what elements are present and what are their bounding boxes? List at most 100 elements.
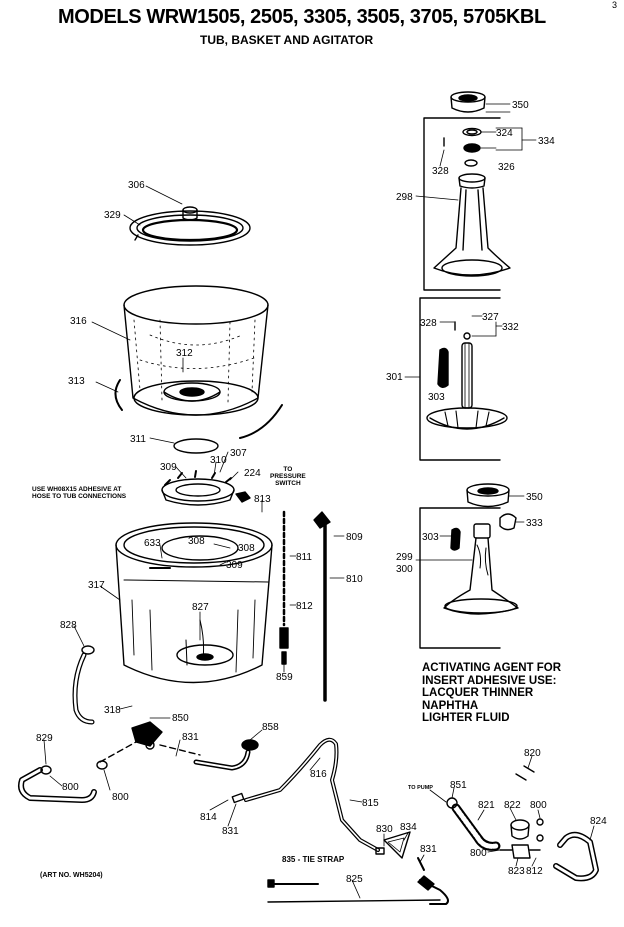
balance-ring-assembly bbox=[129, 206, 251, 246]
label-298: 298 bbox=[396, 192, 413, 203]
adhesive-note-line-2: HOSE TO TUB CONNECTIONS bbox=[32, 493, 127, 500]
label-800-c: 800 bbox=[530, 800, 547, 811]
label-825: 825 bbox=[346, 874, 363, 885]
label-333: 333 bbox=[526, 518, 543, 529]
to-pump-note: TO PUMP bbox=[408, 785, 433, 791]
label-830: 830 bbox=[376, 824, 393, 835]
label-307: 307 bbox=[230, 448, 247, 459]
adhesive-note-line-1: USE WH08X15 ADHESIVE AT bbox=[32, 486, 122, 493]
pressure-switch-note: TO PRESSURE SWITCH bbox=[270, 466, 306, 487]
label-316: 316 bbox=[70, 316, 87, 327]
label-824: 824 bbox=[590, 816, 607, 827]
label-633: 633 bbox=[144, 538, 161, 549]
part-labels: 350 324 334 326 328 298 328 327 332 301 … bbox=[36, 100, 607, 885]
corner-mark: 3 bbox=[612, 0, 618, 10]
label-301: 301 bbox=[386, 372, 403, 383]
label-827: 827 bbox=[192, 602, 209, 613]
hub-assembly bbox=[161, 438, 251, 506]
label-814: 814 bbox=[200, 812, 217, 823]
label-800-d: 800 bbox=[470, 848, 487, 859]
label-308: 308 bbox=[188, 536, 205, 547]
label-313: 313 bbox=[68, 376, 85, 387]
pressure-tube bbox=[231, 737, 380, 852]
label-329: 329 bbox=[104, 210, 121, 221]
label-306: 306 bbox=[128, 180, 145, 191]
label-831: 831 bbox=[182, 732, 199, 743]
label-311: 311 bbox=[130, 434, 146, 445]
diagram-title: MODELS WRW1505, 2505, 3305, 3505, 3705, … bbox=[58, 6, 546, 28]
label-834: 834 bbox=[400, 822, 417, 833]
label-822: 822 bbox=[504, 800, 521, 811]
label-328-b: 328 bbox=[420, 318, 437, 329]
label-809: 809 bbox=[346, 532, 363, 543]
adhesive-note: USE WH08X15 ADHESIVE AT HOSE TO TUB CONN… bbox=[32, 486, 126, 500]
activating-agent-line-1: ACTIVATING AGENT FOR bbox=[422, 662, 562, 674]
tie-strap-note: 835 - TIE STRAP bbox=[282, 855, 345, 864]
fill-tubes bbox=[279, 510, 331, 702]
leader-lines bbox=[43, 103, 595, 899]
agitator-assembly-box-1 bbox=[423, 91, 511, 291]
label-811: 811 bbox=[296, 552, 312, 563]
label-859: 859 bbox=[276, 672, 293, 683]
label-303: 303 bbox=[428, 392, 445, 403]
label-317: 317 bbox=[88, 580, 105, 591]
label-318: 318 bbox=[104, 705, 121, 716]
activating-agent-line-2: INSERT ADHESIVE USE: bbox=[422, 674, 557, 687]
agitator-assembly-box-2 bbox=[419, 297, 508, 461]
label-350-b: 350 bbox=[526, 492, 543, 503]
label-310: 310 bbox=[210, 455, 227, 466]
activating-agent-note: ACTIVATING AGENT FOR INSERT ADHESIVE USE… bbox=[422, 662, 561, 725]
label-831-c: 831 bbox=[420, 844, 437, 855]
label-299: 299 bbox=[396, 552, 413, 563]
label-813: 813 bbox=[254, 494, 271, 505]
label-800: 800 bbox=[62, 782, 79, 793]
hose-828 bbox=[72, 645, 95, 725]
tie-strap bbox=[267, 875, 449, 905]
label-858: 858 bbox=[262, 722, 279, 733]
label-812: 812 bbox=[296, 601, 313, 612]
label-309: 309 bbox=[160, 462, 177, 473]
label-312: 312 bbox=[176, 348, 193, 359]
activating-agent-line-4: NAPHTHA bbox=[422, 699, 479, 712]
label-812-b: 812 bbox=[526, 866, 543, 877]
label-816: 816 bbox=[310, 769, 327, 780]
label-810: 810 bbox=[346, 574, 363, 585]
label-815: 815 bbox=[362, 798, 379, 809]
pump-hoses bbox=[446, 765, 599, 882]
hose-829 bbox=[18, 760, 108, 803]
label-300: 300 bbox=[396, 564, 413, 575]
label-831-b: 831 bbox=[222, 826, 239, 837]
outer-tub bbox=[115, 522, 273, 684]
art-number: (ART NO. WH5204) bbox=[40, 872, 103, 879]
diagram-subtitle: TUB, BASKET AND AGITATOR bbox=[200, 33, 374, 47]
label-308-b: 308 bbox=[238, 543, 255, 554]
label-332: 332 bbox=[502, 322, 519, 333]
label-823: 823 bbox=[508, 866, 525, 877]
activating-agent-line-3: LACQUER THINNER bbox=[422, 687, 534, 699]
label-828: 828 bbox=[60, 620, 77, 631]
label-224: 224 bbox=[244, 468, 261, 479]
wash-basket bbox=[114, 285, 283, 439]
label-829: 829 bbox=[36, 733, 53, 744]
label-350: 350 bbox=[512, 100, 529, 111]
valve-850 bbox=[99, 721, 201, 763]
pressure-switch-note-line-2: PRESSURE bbox=[270, 473, 306, 480]
label-850: 850 bbox=[172, 713, 189, 724]
label-821: 821 bbox=[478, 800, 495, 811]
label-328: 328 bbox=[432, 166, 449, 177]
label-800-b: 800 bbox=[112, 792, 129, 803]
agitator-assembly-box-3 bbox=[419, 483, 519, 649]
bracket-834 bbox=[375, 831, 425, 871]
label-324: 324 bbox=[496, 128, 513, 139]
label-327: 327 bbox=[482, 312, 499, 323]
hose-858 bbox=[193, 739, 259, 771]
label-334: 334 bbox=[538, 136, 555, 147]
label-309-b: 309 bbox=[226, 560, 243, 571]
pressure-switch-note-line-1: TO bbox=[283, 466, 293, 473]
label-851: 851 bbox=[450, 780, 467, 791]
label-326: 326 bbox=[498, 162, 515, 173]
label-303-b: 303 bbox=[422, 532, 439, 543]
pressure-switch-note-line-3: SWITCH bbox=[275, 480, 301, 487]
label-820: 820 bbox=[524, 748, 541, 759]
